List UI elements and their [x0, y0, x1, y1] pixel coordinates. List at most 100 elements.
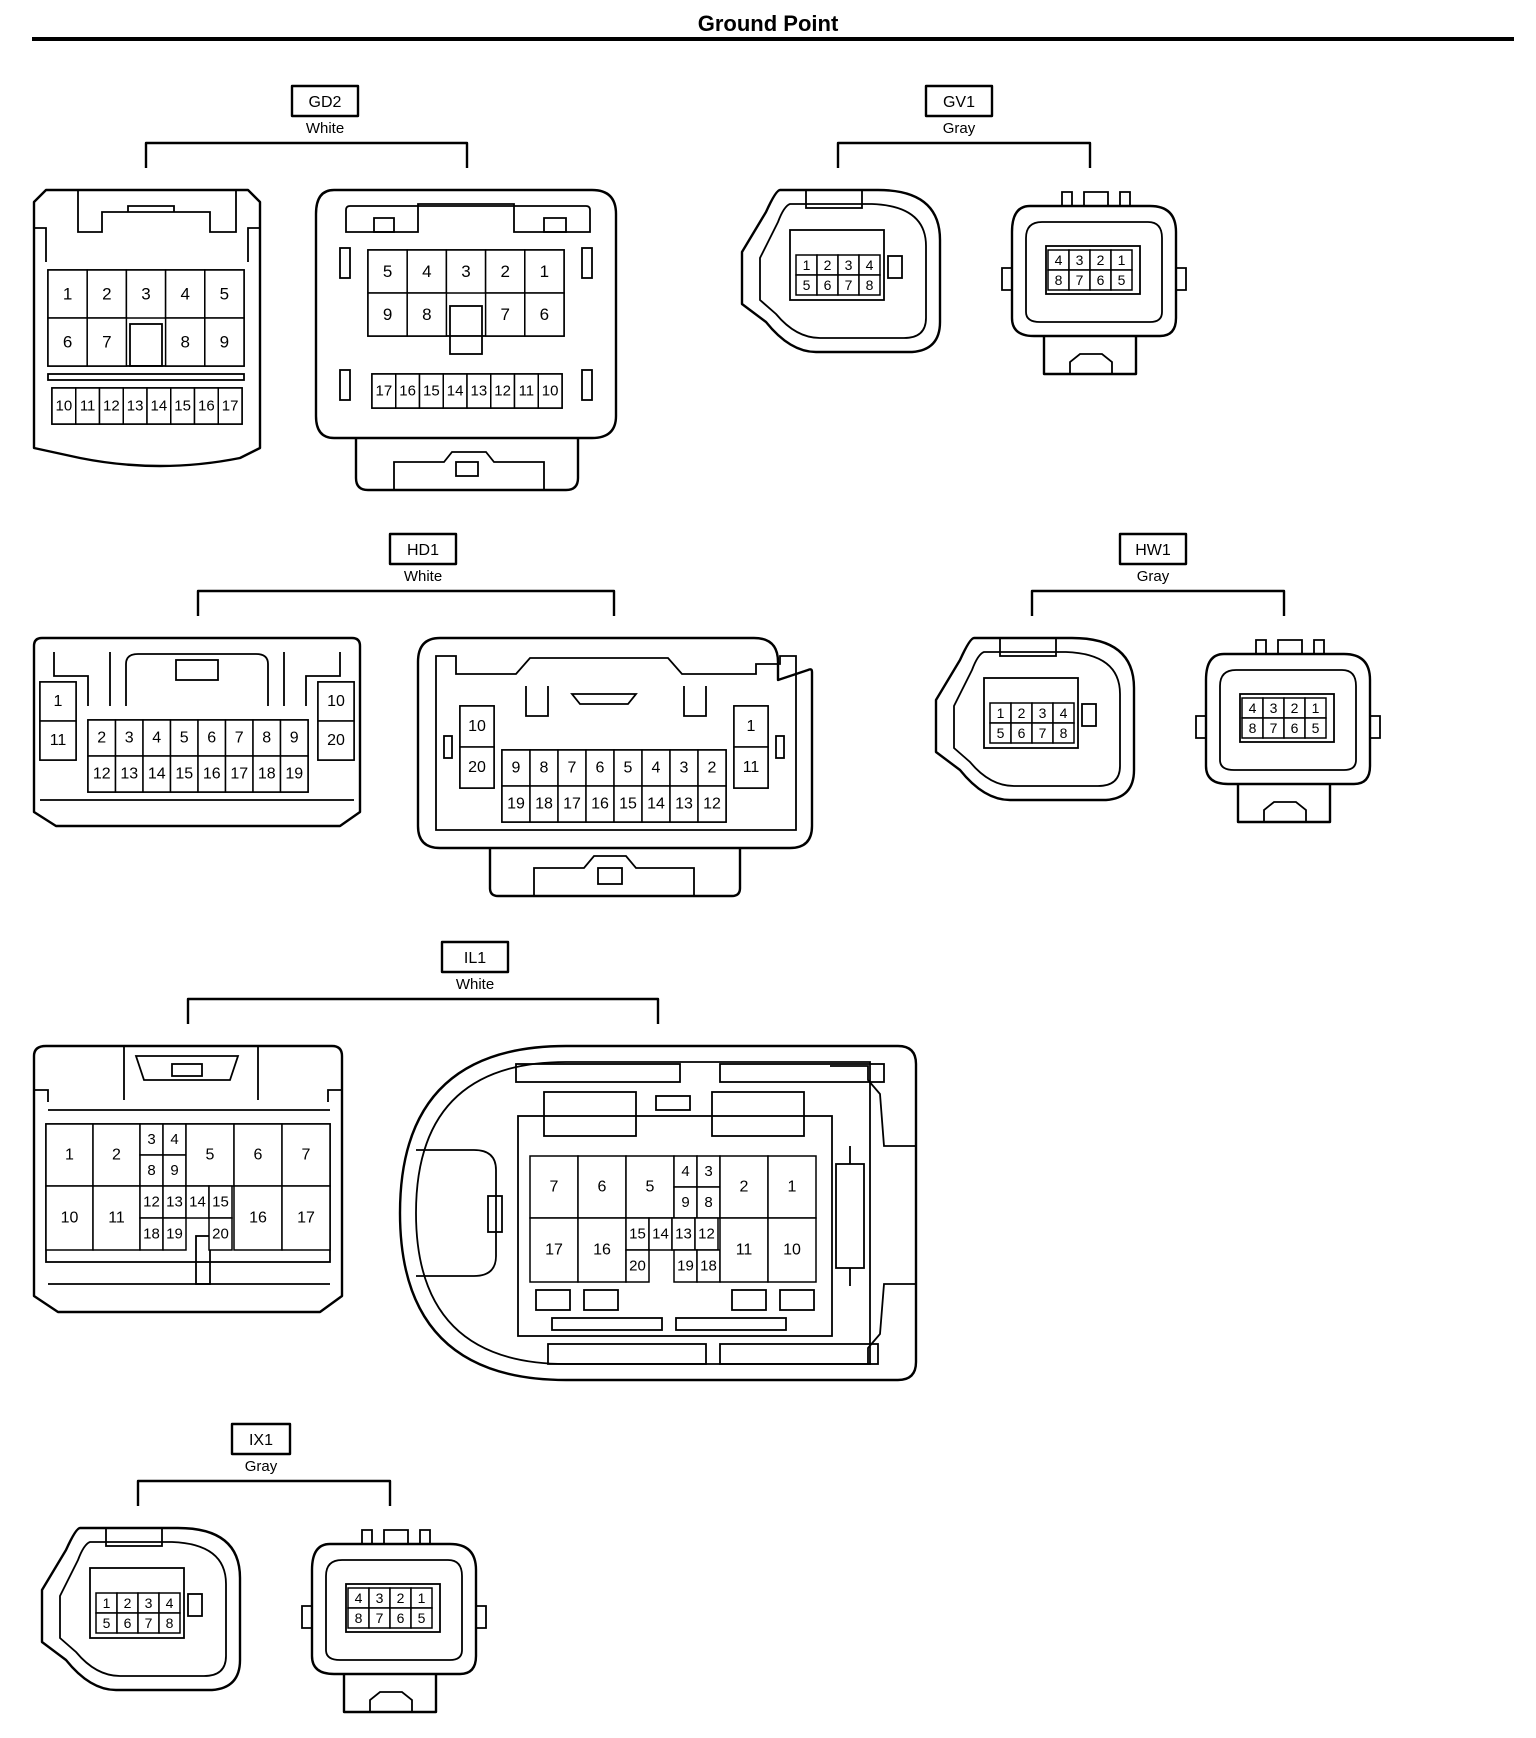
pin-number: 13	[120, 766, 138, 783]
pin-cell: 7	[484, 292, 526, 337]
pin-number: 5	[624, 760, 633, 777]
pin-cell: 5	[204, 269, 245, 319]
pin-cell: 14	[648, 1217, 673, 1251]
pin-number: 5	[383, 262, 392, 281]
pin-number: 13	[675, 796, 693, 813]
pin-number: 14	[447, 383, 464, 400]
pin-cell: 10	[45, 1185, 94, 1251]
pin-cell: 6	[1283, 717, 1306, 739]
pin-cell: 10	[459, 705, 495, 748]
pin-number: 6	[598, 1179, 607, 1196]
pin-cell: 19	[501, 785, 531, 823]
pin-number: 3	[461, 262, 470, 281]
pin-cell: 12	[694, 1217, 719, 1251]
pin-number: 20	[468, 759, 486, 776]
pin-number: 10	[783, 1242, 801, 1259]
pin-number: 4	[1060, 705, 1068, 721]
pin-cell: 2	[389, 1587, 412, 1609]
pin-cell: 4	[1052, 702, 1075, 724]
pin-number: 2	[740, 1179, 749, 1196]
pin-cell: 5	[169, 719, 199, 757]
pin-number: 4	[355, 1590, 363, 1606]
pin-cell: 4	[347, 1587, 370, 1609]
pin-cell: 7	[137, 1612, 160, 1634]
pin-cell: 2	[484, 249, 526, 294]
pin-number: 17	[222, 398, 239, 415]
pin-number: 19	[677, 1258, 694, 1275]
pin-number: 12	[698, 1226, 715, 1243]
pin-number: 8	[1249, 720, 1257, 736]
pin-number: 5	[803, 277, 811, 293]
pin-cell: 6	[524, 292, 565, 337]
connector-view-male	[301, 1529, 487, 1714]
pin-cell: 17	[217, 387, 243, 425]
page-title: Ground Point	[697, 11, 839, 36]
pin-cell: 15	[613, 785, 643, 823]
pin-cell: 2	[1089, 249, 1112, 271]
pin-cell: 5	[1304, 717, 1327, 739]
pin-number: 9	[512, 760, 521, 777]
pin-number: 1	[788, 1179, 797, 1196]
pin-cell: 14	[641, 785, 671, 823]
pin-cell: 8	[347, 1607, 370, 1629]
pin-number: 8	[180, 333, 189, 352]
pin-number: 16	[591, 796, 609, 813]
pin-number: 15	[423, 383, 440, 400]
pin-cell: 3	[837, 254, 860, 276]
pin-cell: 5	[1110, 269, 1133, 291]
pin-number: 8	[166, 1615, 174, 1631]
pin-number: 6	[397, 1610, 405, 1626]
pin-number: 6	[540, 305, 549, 324]
pin-cell: 4	[162, 1123, 187, 1156]
pin-number: 1	[1118, 252, 1126, 268]
pin-cell: 14	[142, 755, 172, 793]
pin-cell: 9	[673, 1186, 698, 1219]
pin-cell: 7	[224, 719, 254, 757]
pin-cell: 3	[137, 1592, 160, 1614]
pin-number: 9	[383, 305, 392, 324]
pin-cell: 16	[395, 373, 421, 409]
connector-id-box	[388, 532, 458, 566]
pin-cell: 3	[669, 749, 699, 787]
pin-cell: 14	[185, 1185, 210, 1219]
pin-cell: 6	[585, 749, 615, 787]
pin-cell: 5	[185, 1123, 235, 1187]
pin-number: 18	[258, 766, 276, 783]
pin-cell: 20	[317, 720, 355, 761]
pin-cell: 12	[87, 755, 117, 793]
pin-number: 20	[327, 732, 345, 749]
connector-view-female	[40, 1526, 242, 1692]
connector-hw1: HW1 Gray	[934, 532, 1381, 824]
pin-cell: 2	[86, 269, 128, 319]
pin-number: 3	[704, 1163, 712, 1180]
pin-cell: 8	[1052, 722, 1075, 744]
pin-cell: 7	[368, 1607, 391, 1629]
pin-cell: 15	[418, 373, 444, 409]
pin-cell: 6	[816, 274, 839, 296]
pin-number: 15	[212, 1194, 229, 1211]
pin-cell: 6	[577, 1155, 627, 1219]
pin-number: 5	[180, 730, 189, 747]
pin-cell: 10	[51, 387, 77, 425]
pin-cell: 7	[1031, 722, 1054, 744]
pin-cell: 10	[767, 1217, 817, 1283]
pin-cell: 4	[1241, 697, 1264, 719]
pin-cell: 9	[204, 317, 245, 367]
pin-cell: 19	[673, 1249, 698, 1283]
connector-color: Gray	[1137, 568, 1170, 585]
pin-number: 9	[170, 1162, 178, 1179]
pin-number: 3	[147, 1131, 155, 1148]
pin-cell: 14	[442, 373, 468, 409]
pin-number: 8	[1060, 725, 1068, 741]
connector-id: HW1	[1135, 542, 1171, 559]
pin-number: 5	[1118, 272, 1126, 288]
pin-number: 3	[145, 1595, 153, 1611]
pin-number: 17	[545, 1242, 563, 1259]
pin-number: 11	[519, 383, 535, 400]
pin-number: 10	[327, 693, 345, 710]
pin-cell: 15	[208, 1185, 233, 1219]
pin-cell: 2	[697, 749, 727, 787]
pin-number: 19	[285, 766, 303, 783]
pin-cell: 9	[162, 1154, 187, 1187]
